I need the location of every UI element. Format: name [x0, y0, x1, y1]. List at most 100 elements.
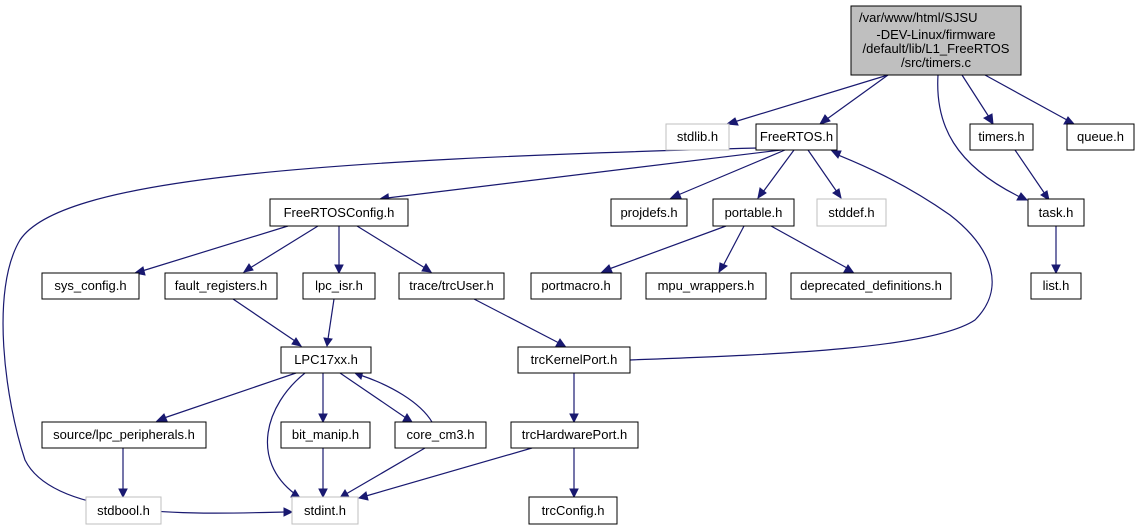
node-label: trcConfig.h [542, 503, 605, 518]
arrowhead [830, 150, 842, 159]
edge-freertosconfig-h-to-sys-config-h [141, 225, 289, 272]
edge-timers-c-to-task-h [937, 74, 1021, 198]
node-list-h[interactable]: list.h [1030, 272, 1082, 300]
node-sys-config-h[interactable]: sys_config.h [41, 272, 140, 300]
node-task-h[interactable]: task.h [1027, 198, 1085, 227]
node-box [85, 496, 162, 525]
node-fault-registers-h[interactable]: fault_registers.h [164, 272, 278, 300]
node-lpc17xx-h[interactable]: LPC17xx.h [280, 346, 372, 374]
edge-trckernelport-h-to-freertos-h [629, 154, 993, 361]
node-core-cm3-h[interactable]: core_cm3.h [394, 421, 487, 449]
node-queue-h[interactable]: queue.h [1066, 123, 1135, 151]
node-stdlib-h[interactable]: stdlib.h [665, 123, 730, 151]
node-trchardwareport-h[interactable]: trcHardwarePort.h [510, 421, 639, 449]
node-freertos-h[interactable]: FreeRTOS.h [755, 123, 838, 151]
node-box [665, 123, 730, 151]
arrowhead [291, 337, 303, 347]
edge-timers-c-to-freertos-h [826, 74, 889, 120]
node-deprecated-definitions-h[interactable]: deprecated_definitions.h [790, 272, 952, 300]
node-box [291, 496, 359, 525]
node-label: task.h [1039, 205, 1074, 220]
node-label: trace/trcUser.h [409, 278, 494, 293]
node-label: portable.h [725, 205, 783, 220]
edge-freertosconfig-h-to-trcuser-h [356, 225, 426, 269]
node-label: fault_registers.h [175, 278, 268, 293]
node-box [510, 421, 639, 449]
node-bit-manip-h[interactable]: bit_manip.h [280, 421, 371, 449]
arrowhead [725, 117, 739, 126]
node-label: stdint.h [304, 503, 346, 518]
node-portmacro-h[interactable]: portmacro.h [530, 272, 622, 300]
node-label-line: /var/www/html/SJSU [859, 10, 977, 25]
node-box [610, 198, 688, 227]
arrowhead [569, 413, 579, 424]
arrowhead [1051, 264, 1061, 275]
node-box [41, 272, 140, 300]
node-box [394, 421, 487, 449]
node-projdefs-h[interactable]: projdefs.h [610, 198, 688, 227]
node-trcuser-h[interactable]: trace/trcUser.h [398, 272, 505, 300]
node-lpc-isr-h[interactable]: lpc_isr.h [302, 272, 376, 300]
node-stdbool-h[interactable]: stdbool.h [85, 496, 162, 525]
node-freertosconfig-h[interactable]: FreeRTOSConfig.h [269, 198, 409, 227]
node-box [850, 5, 1022, 76]
edges [2, 74, 1076, 517]
node-box [816, 198, 887, 227]
node-timers-h[interactable]: timers.h [969, 123, 1034, 151]
node-box [712, 198, 795, 227]
node-label-line: /src/timers.c [901, 55, 972, 70]
node-label: lpc_isr.h [315, 278, 363, 293]
node-box [302, 272, 376, 300]
node-box [530, 272, 622, 300]
node-stdint-h[interactable]: stdint.h [291, 496, 359, 525]
edge-lpc-isr-h-to-lpc17xx-h [327, 298, 335, 340]
arrowhead [843, 264, 854, 273]
node-label: trcHardwarePort.h [522, 427, 627, 442]
arrowhead [669, 190, 682, 199]
arrowhead [334, 264, 344, 275]
arrowhead [318, 413, 328, 424]
node-label: projdefs.h [620, 205, 677, 220]
edge-timers-c-to-timers-h [961, 74, 990, 118]
node-trckernelport-h[interactable]: trcKernelPort.h [517, 346, 631, 374]
arrowhead [600, 264, 613, 273]
node-label: queue.h [1077, 129, 1124, 144]
arrowhead [818, 114, 831, 125]
node-mpu-wrappers-h[interactable]: mpu_wrappers.h [645, 272, 767, 300]
node-box [280, 346, 372, 374]
node-box [645, 272, 767, 300]
node-label: stdbool.h [97, 503, 150, 518]
arrowhead [283, 507, 294, 517]
node-label-line: /default/lib/L1_FreeRTOS [863, 41, 1010, 56]
node-label: mpu_wrappers.h [658, 278, 755, 293]
node-box [1030, 272, 1082, 300]
node-lpc-peripherals-h[interactable]: source/lpc_peripherals.h [41, 421, 207, 449]
arrowhead [155, 413, 168, 422]
node-trcconfig-h[interactable]: trcConfig.h [528, 496, 618, 525]
arrowhead [357, 491, 369, 501]
node-label: LPC17xx.h [294, 352, 358, 367]
edge-lpc17xx-h-to-lpc-peripherals-h [163, 372, 297, 419]
arrowhead [555, 338, 566, 347]
node-box [790, 272, 952, 300]
node-timers-c[interactable]: /var/www/html/SJSU -DEV-Linux/firmware /… [850, 5, 1022, 76]
arrowhead [421, 263, 432, 273]
edge-lpc17xx-h-to-core-cm3-h [339, 372, 407, 419]
edge-trchardwareport-h-to-stdint-h [365, 447, 533, 497]
node-label: source/lpc_peripherals.h [53, 427, 195, 442]
edge-core-cm3-h-to-lpc17xx-h [359, 374, 433, 423]
node-portable-h[interactable]: portable.h [712, 198, 795, 227]
node-box [528, 496, 618, 525]
edge-portable-h-to-mpu-wrappers-h [722, 225, 745, 267]
arrowhead [402, 413, 413, 423]
arrowhead [718, 262, 728, 274]
arrowhead [318, 488, 328, 499]
node-box [1066, 123, 1135, 151]
node-label: bit_manip.h [292, 427, 359, 442]
node-box [517, 346, 631, 374]
node-box [164, 272, 278, 300]
node-stddef-h[interactable]: stddef.h [816, 198, 887, 227]
node-box [269, 198, 409, 227]
node-label: portmacro.h [541, 278, 610, 293]
